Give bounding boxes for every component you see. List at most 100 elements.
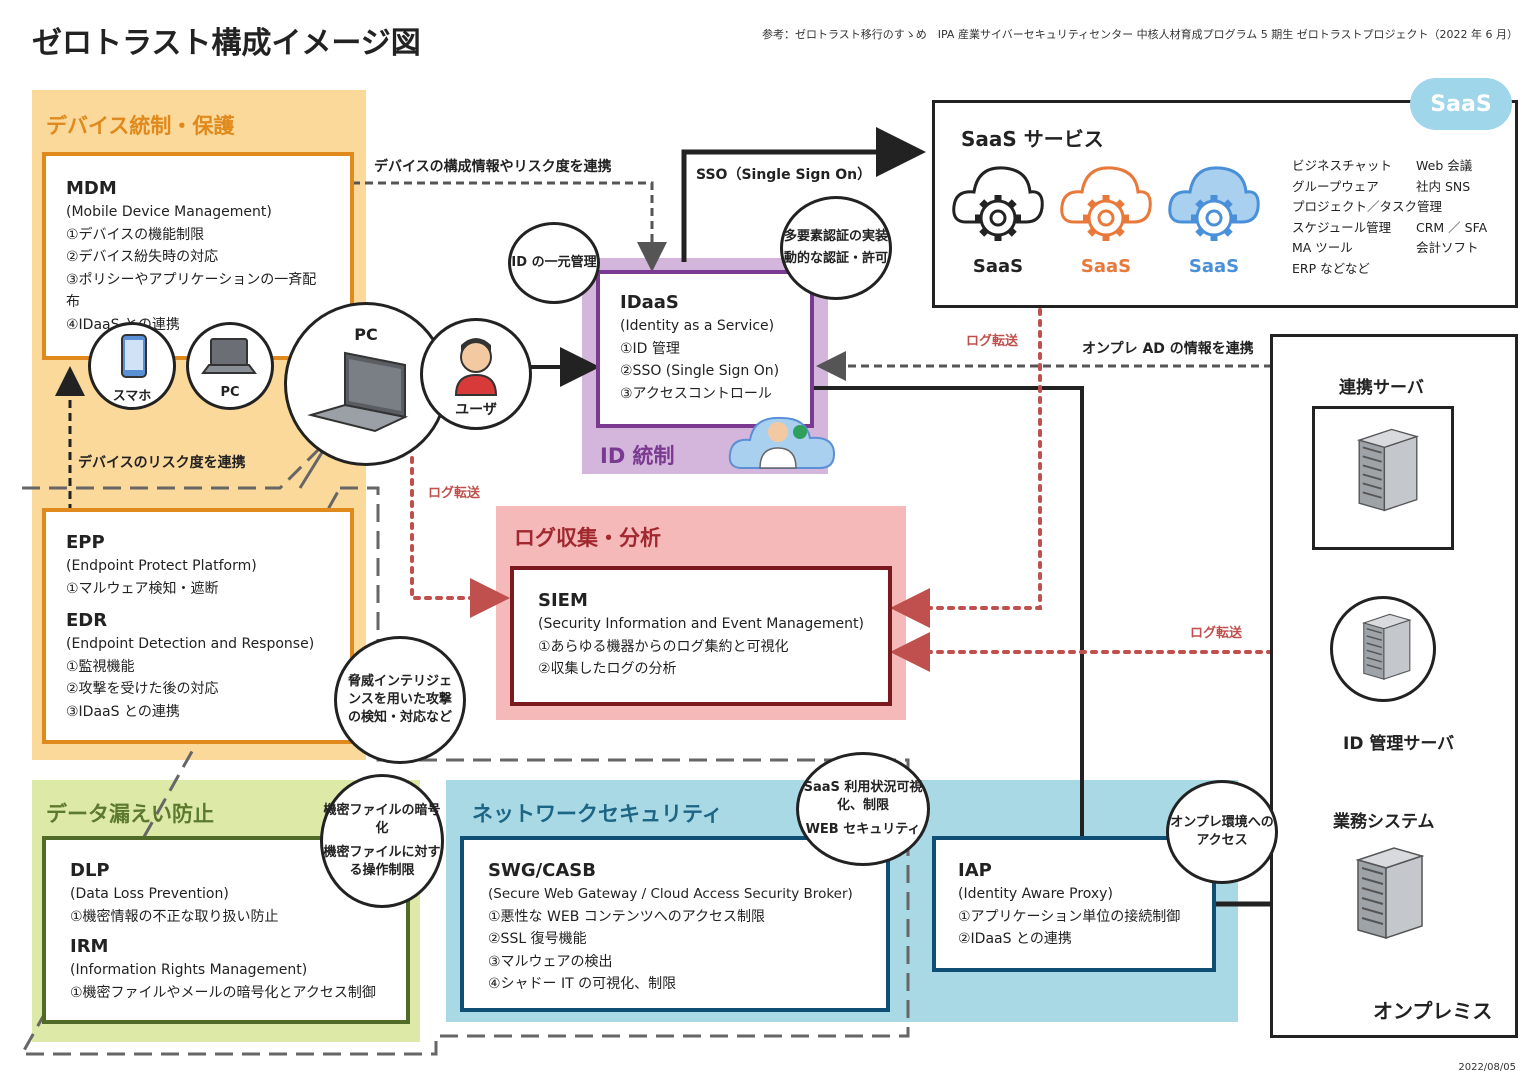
business-system-label: 業務システム: [1333, 812, 1435, 832]
cloud-gear-icon: [952, 166, 1044, 241]
edr-full: (Endpoint Detection and Response): [66, 636, 315, 652]
saas-badge-label: SaaS: [1430, 91, 1492, 117]
saas-visibility-text: SaaS 利用状況可視化、制限: [803, 780, 923, 813]
mdm-item: ①デバイスの機能制限: [66, 226, 205, 243]
dlp-full: (Data Loss Prevention): [70, 886, 229, 902]
mfa-bubble: 多要素認証の実装 動的な認証・許可: [780, 196, 892, 300]
threat-intel-text: 脅威インテリジェンスを用いた攻撃の検知・対応など: [347, 674, 452, 725]
iap-box: IAP (Identity Aware Proxy) ①アプリケーション単位の接…: [932, 836, 1216, 972]
saas-list-item: プロジェクト／タスク管理: [1292, 199, 1443, 214]
user-label: ユーザ: [455, 402, 497, 418]
risk-link-label: デバイスのリスク度を連携: [78, 455, 246, 471]
log-transfer-label: ログ転送: [1190, 626, 1243, 641]
saas-list-item: CRM ／ SFA: [1416, 219, 1488, 235]
saas-list-left: ビジネスチャット グループウェア プロジェクト／タスク管理 スケジュール管理 M…: [1292, 156, 1442, 279]
swg-item: ③マルウェアの検出: [488, 953, 613, 970]
saas-list-item: ビジネスチャット: [1292, 158, 1392, 173]
pc-small-circle: PC: [186, 322, 274, 410]
threat-intel-bubble: 脅威インテリジェンスを用いた攻撃の検知・対応など: [334, 636, 466, 764]
date-stamp: 2022/08/05: [1458, 1062, 1516, 1073]
saas-badge: SaaS: [1410, 78, 1512, 130]
saas-list-item: グループウェア: [1292, 178, 1379, 194]
swg-item: ④シャドー IT の可視化、制限: [488, 976, 677, 992]
mdm-name: MDM: [66, 178, 117, 199]
saas-app: SaaS: [1058, 160, 1154, 280]
iap-item: ①アプリケーション単位の接続制御: [958, 908, 1181, 925]
dlp-name: DLP: [70, 860, 110, 881]
dlp-bubble-text: 機密ファイルの暗号化: [323, 803, 441, 836]
idaas-item: ③アクセスコントロール: [620, 385, 772, 402]
edr-item: ①監視機能: [66, 658, 135, 675]
irm-full: (Information Rights Management): [70, 962, 308, 978]
mdm-box: MDM (Mobile Device Management) ①デバイスの機能制…: [42, 152, 354, 360]
log-transfer-label: ログ転送: [428, 486, 481, 501]
saas-app-label: SaaS: [1080, 256, 1132, 277]
siem-name: SIEM: [538, 590, 588, 611]
mfa-text: 多要素認証の実装: [783, 229, 888, 244]
siem-item: ②収集したログの分析: [538, 661, 677, 677]
id-central-bubble: ID の一元管理: [508, 222, 600, 304]
onprem-access-text: オンプレ環境へのアクセス: [1170, 815, 1274, 848]
device-panel-title: デバイス統制・保護: [46, 114, 235, 138]
pc-label: PC: [354, 325, 378, 344]
epp-edr-box: EPP (Endpoint Protect Platform) ①マルウェア検知…: [42, 508, 354, 744]
edr-item: ②攻撃を受けた後の対応: [66, 681, 219, 697]
epp-full: (Endpoint Protect Platform): [66, 558, 257, 574]
epp-item: ①マルウェア検知・遮断: [66, 580, 219, 597]
saas-app-label: SaaS: [972, 256, 1024, 277]
siem-full: (Security Information and Event Manageme…: [538, 616, 864, 632]
ad-link-label: オンプレ AD の情報を連携: [1082, 341, 1254, 357]
cloud-gear-icon: [1060, 166, 1152, 241]
dlp-item: ①機密情報の不正な取り扱い防止: [70, 908, 279, 925]
saas-list-item: Web 会議: [1416, 158, 1473, 173]
dynamic-auth-text: 動的な認証・許可: [783, 251, 888, 266]
swg-box: SWG/CASB (Secure Web Gateway / Cloud Acc…: [460, 836, 890, 1012]
saas-icons: SaaS SaaS SaaS: [950, 160, 1270, 280]
mdm-item: ②デバイス紛失時の対応: [66, 249, 219, 265]
saas-app: SaaS: [1166, 160, 1262, 280]
server-icon: [1355, 847, 1425, 940]
smartphone-icon: [121, 334, 147, 378]
id-cloud-icon: [728, 416, 836, 469]
saas-title: SaaS サービス: [961, 127, 1104, 151]
irm-name: IRM: [70, 936, 109, 957]
idaas-box: IDaaS (Identity as a Service) ①ID 管理 ②SS…: [596, 270, 814, 428]
config-link-label: デバイスの構成情報やリスク度を連携: [374, 159, 612, 175]
network-panel-title: ネットワークセキュリティ: [472, 802, 723, 826]
smartphone-circle: スマホ: [88, 322, 176, 410]
web-security-text: WEB セキュリティ: [805, 822, 921, 837]
reference-note: 参考：ゼロトラスト移行のすゝめ IPA 産業サイバーセキュリティセンター 中核人…: [761, 28, 1518, 41]
dlp-panel-title: データ漏えい防止: [46, 802, 214, 826]
idaas-full: (Identity as a Service): [620, 318, 775, 334]
cloud-gear-icon: [1168, 166, 1260, 241]
page-title: ゼロトラスト構成イメージ図: [32, 26, 421, 61]
idaas-item: ①ID 管理: [620, 340, 680, 357]
smartphone-label: スマホ: [112, 389, 152, 404]
mdm-item: ③ポリシーやアプリケーションの一斉配布: [66, 271, 317, 311]
saas-list-item: [1416, 197, 1487, 218]
laptop-icon: [307, 351, 409, 433]
swg-item: ②SSL 復号機能: [488, 931, 587, 947]
siem-box: SIEM (Security Information and Event Man…: [510, 566, 892, 706]
dlp-bubble: 機密ファイルの暗号化 機密ファイルに対する操作制限: [320, 774, 444, 908]
swg-item: ①悪性な WEB コンテンツへのアクセス制限: [488, 908, 766, 925]
dlp-bubble-text: 機密ファイルに対する操作制限: [323, 845, 441, 878]
epp-name: EPP: [66, 532, 105, 553]
pc-small-label: PC: [220, 385, 240, 400]
mdm-full: (Mobile Device Management): [66, 204, 272, 220]
server-icon: [1356, 428, 1420, 512]
idaas-name: IDaaS: [620, 292, 679, 313]
dlp-box: DLP (Data Loss Prevention) ①機密情報の不正な取り扱い…: [42, 836, 410, 1024]
saas-list-right: Web 会議 社内 SNS CRM ／ SFA 会計ソフト: [1416, 156, 1487, 259]
idaas-item: ②SSO (Single Sign On): [620, 363, 780, 379]
swg-full: (Secure Web Gateway / Cloud Access Secur…: [488, 886, 853, 902]
saas-list-item: 会計ソフト: [1416, 240, 1479, 255]
siem-item: ①あらゆる機器からのログ集約と可視化: [538, 638, 789, 655]
user-circle: ユーザ: [420, 318, 532, 430]
server-icon: [1361, 613, 1412, 680]
laptop-icon: [201, 338, 257, 374]
id-central-text: ID の一元管理: [511, 255, 597, 270]
saas-app: SaaS: [950, 160, 1046, 280]
iap-name: IAP: [958, 860, 992, 881]
log-panel-title: ログ収集・分析: [514, 526, 661, 550]
